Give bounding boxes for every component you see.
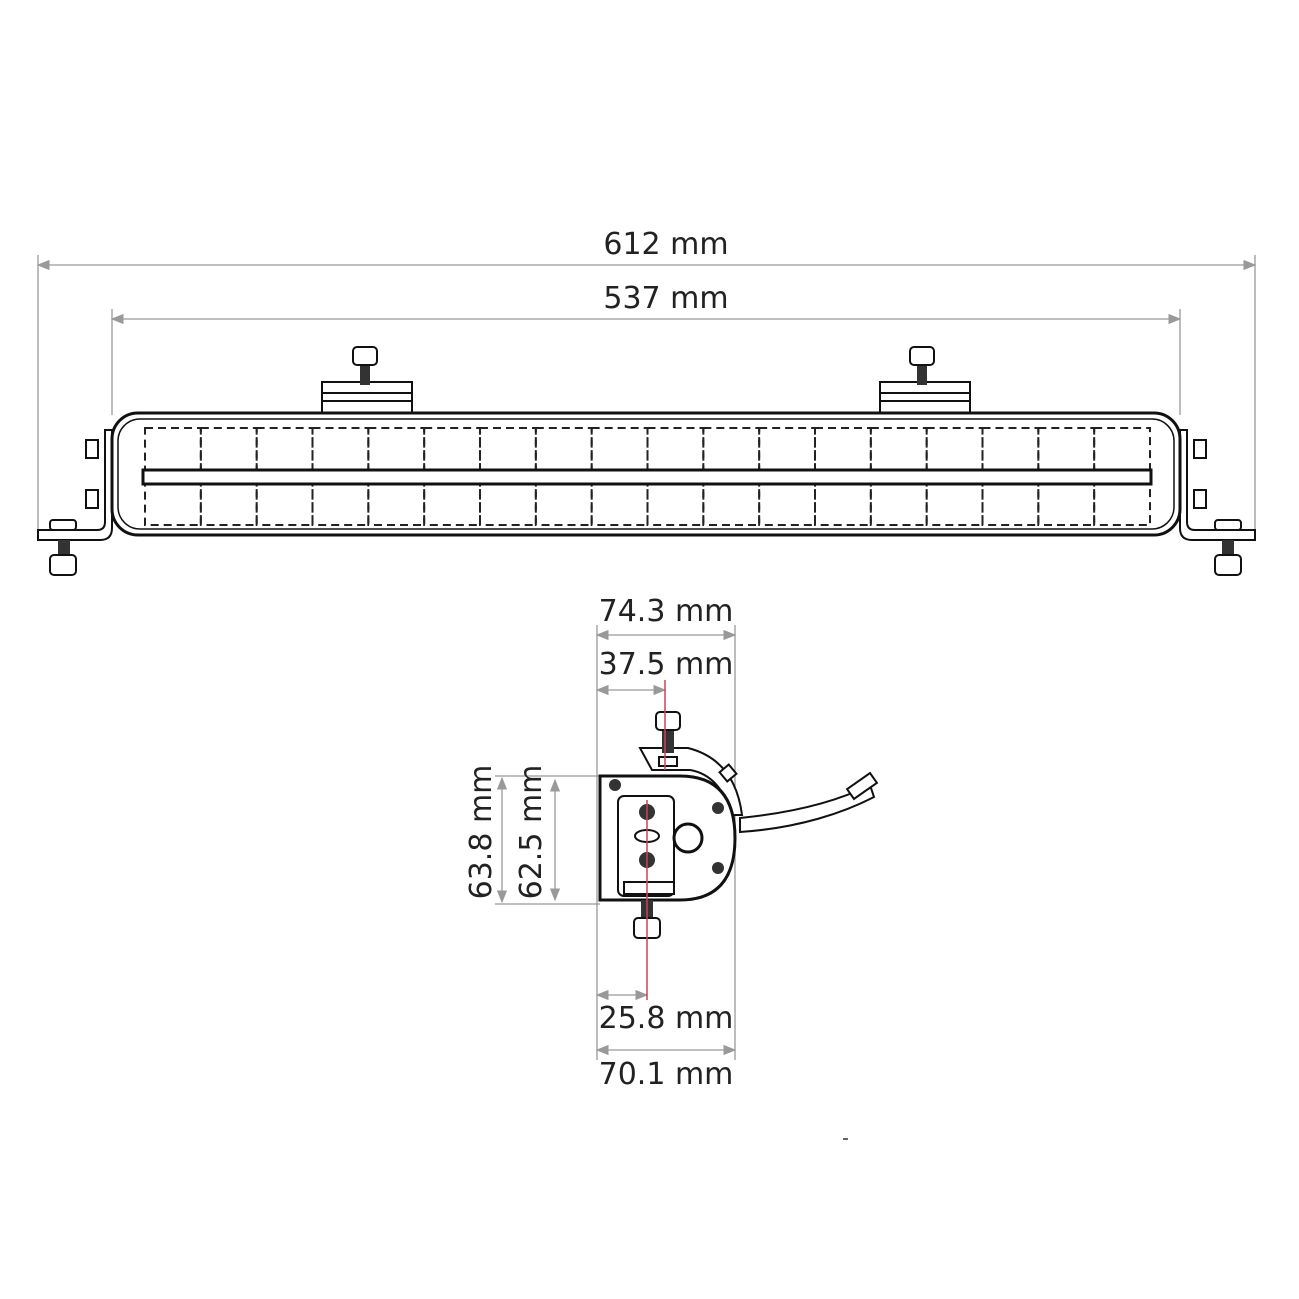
dimension-label: 612 mm	[603, 227, 728, 262]
dimension-62-5: 62.5 mm	[514, 765, 561, 902]
dimension-537: 537 mm	[110, 281, 1182, 415]
cable	[739, 783, 876, 834]
side-bracket-left	[37, 429, 113, 576]
dimension-label: 62.5 mm	[514, 765, 549, 900]
side-bracket-right	[1179, 429, 1256, 576]
dimension-label: 25.8 mm	[599, 1001, 734, 1036]
dimension-25-8: 25.8 mm	[595, 989, 734, 1036]
dimension-label: 70.1 mm	[599, 1057, 734, 1092]
top-nut	[655, 711, 681, 731]
dimension-612: 612 mm	[36, 227, 1257, 530]
dimension-74-3: 74.3 mm	[595, 594, 737, 641]
light-bar-front-view	[37, 346, 1256, 576]
dimension-label: 537 mm	[603, 281, 728, 316]
center-strip	[141, 468, 1153, 486]
dimension-63-8: 63.8 mm	[464, 765, 600, 905]
top-bracket-left	[321, 346, 413, 414]
dimension-label: 63.8 mm	[464, 765, 499, 900]
dimension-70-1: 70.1 mm	[595, 1044, 737, 1092]
dimension-37-5: 37.5 mm	[595, 647, 734, 696]
top-bracket-right	[879, 346, 971, 414]
cable-connector	[845, 771, 879, 801]
light-bar-side-view	[598, 680, 879, 1000]
dimension-label: 37.5 mm	[599, 647, 734, 682]
dimension-label: 74.3 mm	[599, 594, 734, 629]
